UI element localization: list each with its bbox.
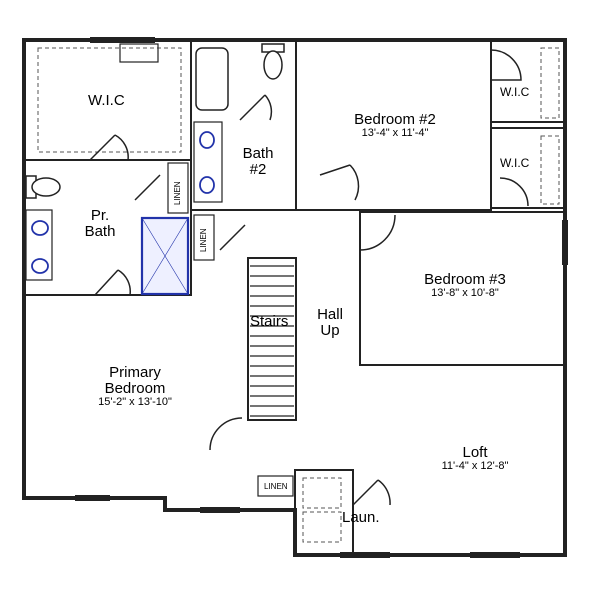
laundry-dryer [302,511,342,543]
laundry-label: Laun. [342,509,380,526]
bath2-label-line2: #2 [249,160,267,178]
bedroom3-label: Bedroom #3 13'-8" x 10'-8" [405,272,525,299]
bedroom2-label: Bedroom #2 13'-4" x 11'-4" [340,112,450,139]
linen-closet-primary [167,162,189,214]
laundry-wall [294,469,354,556]
primary-bath-wall [23,159,192,296]
bedroom2-dim: 13'-4" x 11'-4" [361,126,429,139]
loft-label: Loft 11'-4" x 12'-8" [425,445,525,472]
wic-primary-shelf-top [119,43,159,63]
door-bath2-lower [219,224,246,251]
bath2-label: Bath #2 [238,146,278,178]
sink-primary-1 [31,220,49,236]
door-wic [89,134,129,161]
linen-closet-hall [257,475,294,497]
door-primary-bedroom [209,417,243,451]
bedroom2-name: Bedroom #2 [354,111,436,128]
primary-bath-label-line1: Pr. [90,207,110,224]
bedroom2-wall [295,39,492,211]
tub-bath2 [195,47,229,111]
wic-bed2-b-wall [490,127,566,209]
door-bedroom2 [319,164,360,201]
hall-label-line1: Hall [317,306,343,323]
primary-bedroom-label: Primary Bedroom 15'-2" x 13'-10" [80,365,190,408]
sink-bath2-2 [199,176,215,194]
wic-bed2-a-wall [490,39,566,123]
shower-diagonal-2 [141,217,189,295]
wic-bed2-a-shelf [540,47,560,119]
primary-bedroom-dim: 15'-2" x 13'-10" [98,395,172,408]
door-primary-bath [94,269,131,296]
wic-bed2-b-label: W.I.C [500,156,530,170]
hall-label: Hall Up [312,307,348,339]
door-wic-bed2-b [499,177,529,207]
toilet-bowl-bath2 [263,50,283,80]
primary-bedroom-line1: Primary [109,364,161,381]
bedroom3-wall [359,211,566,366]
vanity-bath2 [193,121,223,203]
door-laundry [352,479,391,506]
door-bath2 [239,94,273,121]
primary-bath-label: Pr. Bath [80,208,120,240]
laundry-washer [302,477,342,509]
door-bedroom3 [359,214,396,251]
door-linen-primary [134,174,161,201]
toilet-bowl-primary [31,177,61,197]
stair-treads [250,265,294,417]
loft-name: Loft [462,444,488,461]
wic-primary-label: W.I.C [88,92,125,109]
linen-label-bath2: LINEN [199,228,208,252]
wic-primary-shelf [37,47,182,153]
stairs-label: Stairs [250,313,289,330]
linen-closet-bath2 [193,214,215,261]
bedroom3-name: Bedroom #3 [424,271,506,288]
wic-bed2-a-label: W.I.C [500,85,530,99]
loft-dim: 11'-4" x 12'-8" [441,459,509,472]
hall-label-line2: Up [320,321,340,339]
primary-bedroom-line2: Bedroom [104,379,166,397]
stairs-outline [247,257,297,421]
linen-label-hall: LINEN [264,482,288,491]
primary-bath-label-line2: Bath [84,222,116,240]
wic-bed2-b-shelf [540,135,560,205]
sink-bath2-1 [199,131,215,149]
sink-primary-2 [31,258,49,274]
bedroom3-dim: 13'-8" x 10'-8" [431,286,499,299]
door-wic-bed2-a [490,49,522,81]
bath2-label-line1: Bath [242,145,274,162]
linen-label-primary: LINEN [173,181,182,205]
vanity-primary [25,209,53,281]
